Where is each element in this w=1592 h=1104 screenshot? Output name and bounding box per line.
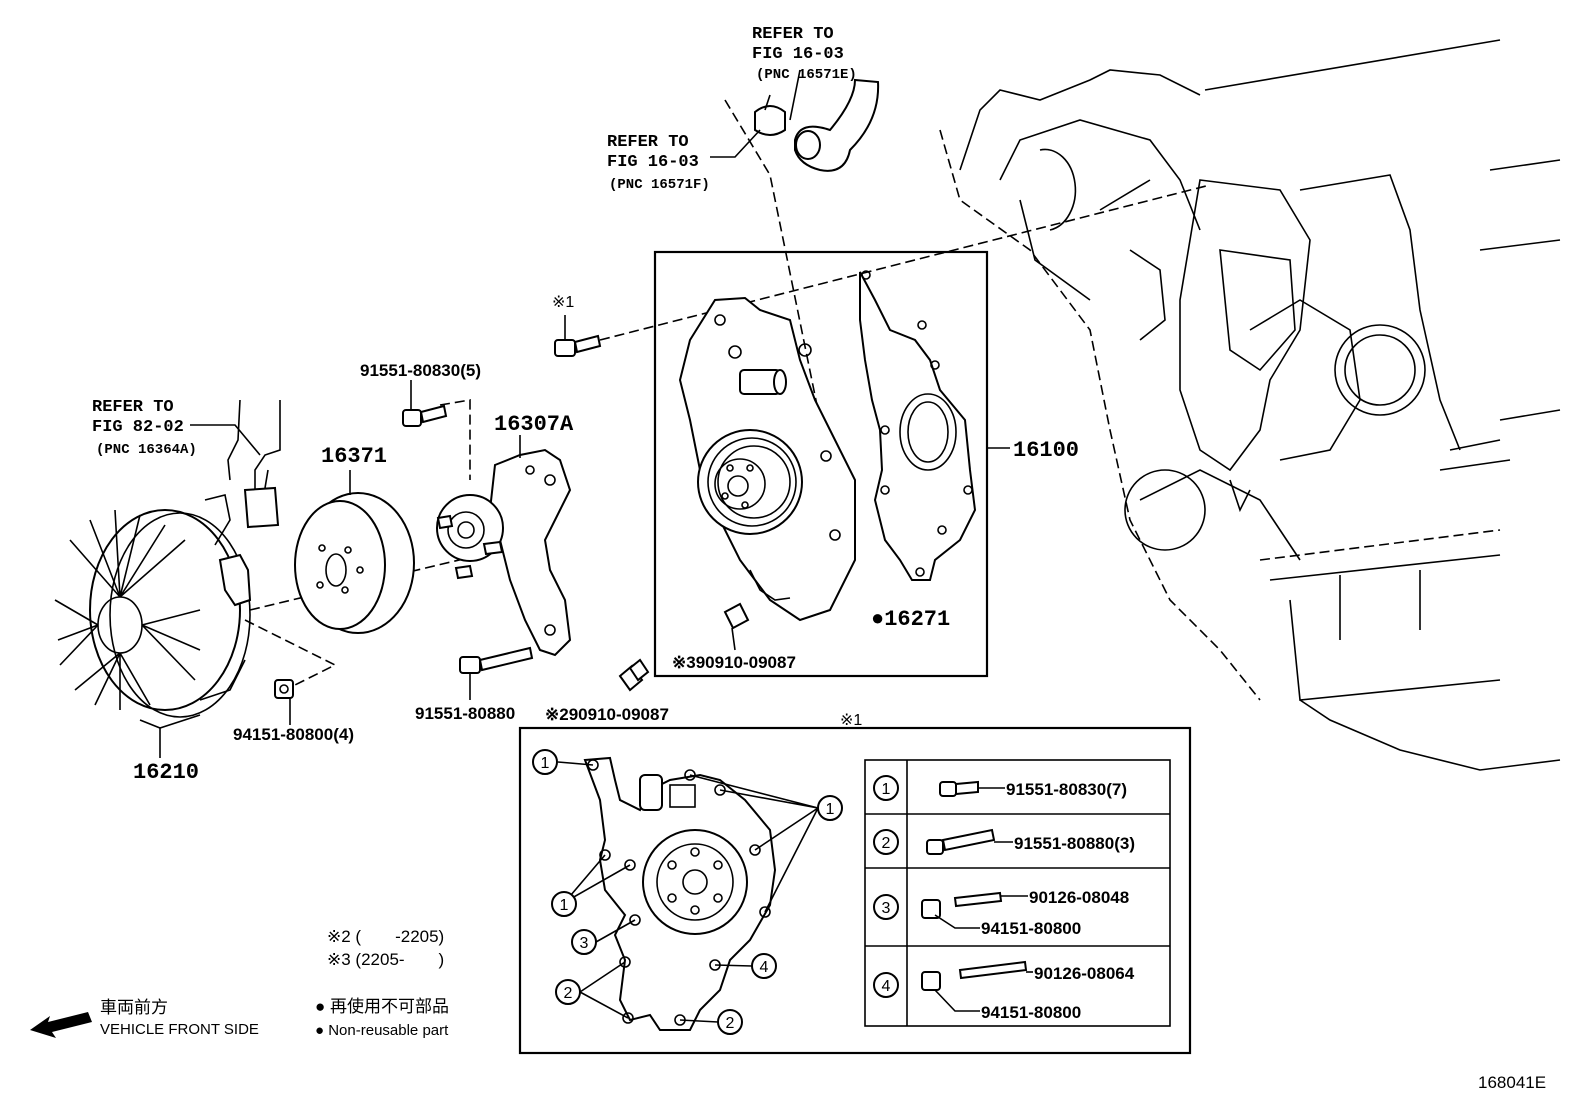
callout-circle-4: 4 bbox=[751, 953, 777, 979]
note-2: ※2 ( -2205) bbox=[327, 927, 444, 946]
bolt-91551-80880 bbox=[459, 646, 534, 674]
svg-text:(PNC 16571E): (PNC 16571E) bbox=[756, 67, 857, 83]
gasket-16271 bbox=[859, 270, 977, 581]
hose-part bbox=[794, 78, 880, 172]
vehicle-front-arrow-icon bbox=[30, 1012, 92, 1038]
svg-text:91551-80830(7): 91551-80830(7) bbox=[1006, 780, 1127, 799]
svg-text:91551-80880(3): 91551-80880(3) bbox=[1014, 834, 1135, 853]
svg-text:(PNC 16364A): (PNC 16364A) bbox=[96, 442, 197, 458]
svg-text:REFER TO: REFER TO bbox=[92, 398, 174, 417]
callout-circle-1b: 1 bbox=[817, 795, 843, 821]
svg-text:(PNC 16571F): (PNC 16571F) bbox=[609, 177, 710, 193]
detail-box bbox=[518, 726, 1192, 1055]
svg-text:1: 1 bbox=[560, 897, 569, 914]
svg-text:4: 4 bbox=[882, 978, 891, 995]
drain-fitting-3 bbox=[723, 602, 750, 651]
label-fitting-2: ※290910-09087 bbox=[545, 705, 669, 724]
svg-text:REFER TO: REFER TO bbox=[607, 133, 689, 152]
refer-to-top-16571E: REFER TO FIG 16-03 (PNC 16571E) bbox=[752, 25, 857, 83]
label-16271: ●16271 bbox=[871, 607, 950, 632]
label-94151-80800-4: 94151-80800(4) bbox=[233, 725, 354, 744]
label-91551-80880: 91551-80880 bbox=[415, 704, 515, 723]
svg-text:94151-80800: 94151-80800 bbox=[981, 1003, 1081, 1022]
vehicle-front-jp: 車両前方 bbox=[100, 998, 168, 1017]
label-fitting-3: ※390910-09087 bbox=[672, 653, 796, 672]
svg-text:4: 4 bbox=[760, 959, 769, 976]
bracket-16307A bbox=[436, 448, 572, 657]
drain-fitting-2 bbox=[618, 658, 650, 692]
svg-text:94151-80800: 94151-80800 bbox=[981, 919, 1081, 938]
svg-text:REFER TO: REFER TO bbox=[752, 25, 834, 44]
svg-text:90126-08048: 90126-08048 bbox=[1029, 888, 1129, 907]
engine-block bbox=[939, 39, 1561, 771]
svg-text:2: 2 bbox=[564, 985, 573, 1002]
callout-circle-1a: 1 bbox=[532, 749, 558, 775]
svg-text:FIG 16-03: FIG 16-03 bbox=[607, 153, 699, 172]
pump-detail-view bbox=[583, 756, 777, 1031]
callout-circle-3: 3 bbox=[571, 929, 597, 955]
svg-text:1: 1 bbox=[882, 781, 891, 798]
label-16210: 16210 bbox=[133, 760, 199, 785]
vehicle-front-en: VEHICLE FRONT SIDE bbox=[100, 1021, 259, 1038]
bolt-91551-80830 bbox=[402, 404, 448, 427]
callout-circle-2a: 2 bbox=[555, 979, 581, 1005]
svg-text:3: 3 bbox=[882, 900, 891, 917]
svg-text:FIG 16-03: FIG 16-03 bbox=[752, 45, 844, 64]
fastener-legend-table: 1 91551-80830(7) 2 91551-80880(3) 3 9012… bbox=[864, 759, 1171, 1027]
refer-to-top-16571F: REFER TO FIG 16-03 (PNC 16571F) bbox=[607, 133, 710, 193]
callout-circle-1c: 1 bbox=[551, 891, 577, 917]
label-16307A: 16307A bbox=[494, 412, 574, 437]
callout-circle-2b: 2 bbox=[717, 1009, 743, 1035]
fan-clutch-16210 bbox=[54, 494, 252, 729]
non-reusable-en: ● Non-reusable part bbox=[315, 1022, 449, 1039]
pump-assy-box bbox=[653, 250, 989, 678]
non-reusable-jp: ● 再使用不可部品 bbox=[315, 996, 449, 1016]
svg-text:3: 3 bbox=[580, 935, 589, 952]
note-3: ※3 (2205- ) bbox=[327, 950, 444, 969]
refer-to-left-16364A: REFER TO FIG 82-02 (PNC 16364A) bbox=[92, 398, 197, 458]
svg-text:2: 2 bbox=[726, 1015, 735, 1032]
label-16100: 16100 bbox=[1013, 438, 1079, 463]
water-pump-assy bbox=[678, 296, 856, 622]
svg-text:1: 1 bbox=[541, 755, 550, 772]
svg-text:FIG 82-02: FIG 82-02 bbox=[92, 418, 184, 437]
svg-text:90126-08064: 90126-08064 bbox=[1034, 964, 1135, 983]
fan-sensor-part bbox=[227, 399, 281, 529]
svg-text:2: 2 bbox=[882, 835, 891, 852]
label-16371: 16371 bbox=[321, 444, 387, 469]
clamp-part bbox=[754, 94, 786, 136]
nut-94151-80800 bbox=[274, 679, 294, 699]
note-mark-1-top: ※1 bbox=[552, 294, 574, 311]
note-mark-1-box: ※1 bbox=[840, 712, 862, 729]
figure-id: 168041E bbox=[1478, 1073, 1546, 1092]
bolt-91551-80830-top bbox=[554, 334, 602, 357]
label-91551-80830-5: 91551-80830(5) bbox=[360, 361, 481, 380]
svg-text:1: 1 bbox=[826, 801, 835, 818]
pulley-16371 bbox=[294, 492, 415, 634]
